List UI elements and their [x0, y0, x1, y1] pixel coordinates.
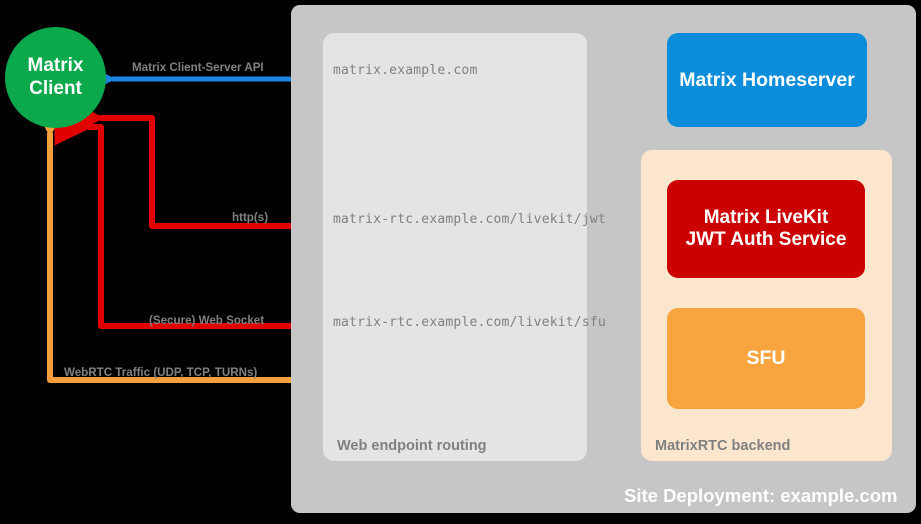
caption-web-endpoint-routing: Web endpoint routing	[337, 438, 487, 454]
caption-matrixrtc-backend: MatrixRTC backend	[655, 438, 791, 454]
node-matrix-livekit-jwt-auth-service[interactable]: Matrix LiveKit JWT Auth Service	[667, 180, 865, 278]
node-sfu-label: SFU	[746, 347, 786, 369]
node-jwt-label: Matrix LiveKit JWT Auth Service	[686, 207, 847, 252]
client-label-line2: Client	[29, 77, 82, 99]
edge-label-client-server-api: Matrix Client-Server API	[132, 61, 264, 74]
jwt-label-line2: JWT Auth Service	[685, 229, 847, 250]
jwt-label-line1: Matrix LiveKit	[703, 206, 829, 228]
client-label-line1: Matrix	[27, 54, 84, 76]
edge-label-http-s: http(s)	[232, 211, 269, 224]
node-matrix-client[interactable]: Matrix Client	[5, 27, 106, 128]
edge-label-secure-web-socket: (Secure) Web Socket	[149, 314, 265, 327]
endpoint-url-livekit-jwt: matrix-rtc.example.com/livekit/jwt	[333, 212, 606, 227]
container-web-endpoint-routing	[323, 33, 587, 461]
caption-site-deployment: Site Deployment: example.com	[624, 485, 898, 506]
endpoint-url-livekit-sfu: matrix-rtc.example.com/livekit/sfu	[333, 315, 606, 330]
node-matrix-homeserver-label: Matrix Homeserver	[679, 68, 855, 91]
edge-label-webrtc-traffic: WebRTC Traffic (UDP, TCP, TURNs)	[64, 366, 258, 379]
endpoint-url-matrix: matrix.example.com	[333, 63, 478, 78]
node-sfu[interactable]: SFU	[667, 308, 865, 409]
node-matrix-client-label: Matrix Client	[28, 55, 84, 101]
node-matrix-homeserver[interactable]: Matrix Homeserver	[667, 33, 867, 127]
